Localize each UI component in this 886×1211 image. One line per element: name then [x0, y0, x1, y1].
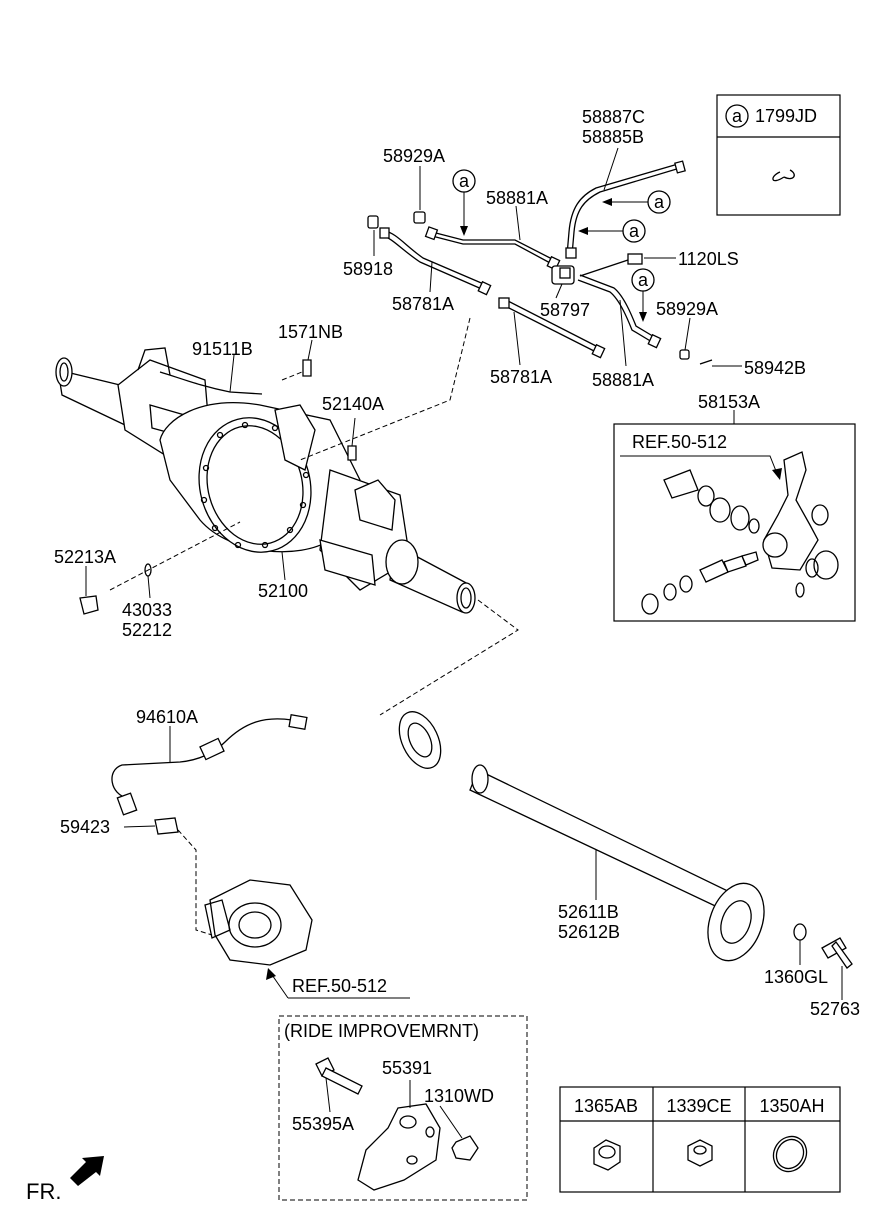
label-52612b: 52612B	[558, 922, 620, 942]
label-58153a: 58153A	[698, 392, 760, 412]
bearing-seal	[398, 711, 442, 769]
svg-text:a: a	[459, 171, 470, 191]
label-55391: 55391	[382, 1058, 432, 1078]
breather-52140a	[347, 445, 357, 461]
bolt-1120ls	[579, 259, 629, 277]
pipe-58881a-top	[431, 235, 553, 265]
axle-housing-52100	[55, 347, 476, 615]
fitting-58929a-top	[413, 211, 426, 224]
label-59423: 59423	[60, 817, 110, 837]
front-direction-marker: FR.	[26, 1156, 104, 1204]
hub-carrier: REF.50-512	[204, 879, 410, 999]
callout-marker-letter: a	[732, 106, 743, 126]
hardware-table: 1365AB 1339CE 1350AH	[559, 1086, 841, 1193]
washer-1360gl	[793, 923, 807, 941]
hardware-header-1350ah: 1350AH	[759, 1096, 824, 1116]
front-arrow-icon	[70, 1156, 104, 1186]
hose-58887c	[571, 167, 681, 256]
label-58885b: 58885B	[582, 127, 644, 147]
label-43033: 43033	[122, 600, 172, 620]
svg-text:a: a	[629, 221, 640, 241]
front-direction-label: FR.	[26, 1179, 61, 1204]
dashed-connectors	[109, 317, 519, 936]
label-1360gl: 1360GL	[764, 967, 828, 987]
pipe-58781a-lower	[502, 304, 597, 353]
label-leaders	[85, 147, 843, 1000]
bushing-59423	[154, 817, 179, 835]
bolt-1571nb	[302, 359, 312, 377]
nut-1310wd	[451, 1135, 479, 1161]
hardware-header-1365ab: 1365AB	[574, 1096, 638, 1116]
svg-text:a: a	[638, 270, 649, 290]
ride-improvement-box: (RIDE IMPROVEMRNT) 55391 1310WD 55395A	[278, 1015, 528, 1201]
label-52212: 52212	[122, 620, 172, 640]
nut-1365ab-icon	[593, 1139, 621, 1171]
label-52213a: 52213A	[54, 547, 116, 567]
bracket-55391	[357, 1103, 441, 1191]
label-1120ls: 1120LS	[678, 249, 739, 269]
nut-1339ce-icon	[687, 1139, 713, 1167]
label-58797: 58797	[540, 300, 590, 320]
label-94610a: 94610A	[136, 707, 198, 727]
fitting-58918	[367, 215, 379, 229]
brake-hoses-group: a a a a	[367, 160, 713, 365]
svg-text:a: a	[654, 192, 665, 212]
ride-box-title: (RIDE IMPROVEMRNT)	[284, 1021, 479, 1041]
marker-a-4: a	[631, 268, 655, 322]
ring-1350ah-icon	[772, 1135, 808, 1173]
callout-1799jd-box: a 1799JD	[716, 94, 841, 216]
label-55395a: 55395A	[292, 1114, 354, 1134]
label-1310wd: 1310WD	[424, 1086, 494, 1106]
marker-a-3: a	[578, 219, 646, 243]
label-58887c: 58887C	[582, 107, 645, 127]
label-52140a: 52140A	[322, 394, 384, 414]
part-labels: 58887C 58885B 58929A 58881A 58918 1120LS…	[54, 107, 860, 1019]
marker-a-1: a	[452, 169, 476, 236]
callout-part-number: 1799JD	[755, 106, 817, 126]
plug-52213a	[79, 595, 99, 615]
label-1571nb: 1571NB	[278, 322, 343, 342]
knuckle-assembly-58153a: REF.50-512	[613, 423, 856, 622]
hardware-header-1339ce: 1339CE	[666, 1096, 731, 1116]
clip-1799jd-icon	[772, 169, 795, 182]
axle-shaft-52611b	[398, 711, 853, 969]
marker-a-2: a	[602, 190, 671, 214]
clip-58942b	[699, 359, 713, 365]
ref-hub-label: REF.50-512	[292, 976, 387, 996]
label-52100: 52100	[258, 581, 308, 601]
ref-knuckle-label: REF.50-512	[632, 432, 727, 452]
label-58918: 58918	[343, 259, 393, 279]
fitting-58929a-mid	[679, 349, 690, 360]
wheel-speed-sensor-94610a	[111, 713, 308, 835]
label-58781a-lower: 58781A	[490, 367, 552, 387]
label-91511b: 91511B	[192, 339, 253, 359]
label-52611b: 52611B	[558, 902, 619, 922]
callout-marker-circle	[725, 104, 749, 128]
label-58781a-upper: 58781A	[392, 294, 454, 314]
label-52763: 52763	[810, 999, 860, 1019]
pipe-58881a-lower	[577, 279, 653, 343]
label-58942b: 58942B	[744, 358, 806, 378]
label-58929a-mid: 58929A	[656, 299, 718, 319]
label-58881a-top: 58881A	[486, 188, 548, 208]
label-58929a-top: 58929A	[383, 146, 445, 166]
label-58881a-lower: 58881A	[592, 370, 654, 390]
